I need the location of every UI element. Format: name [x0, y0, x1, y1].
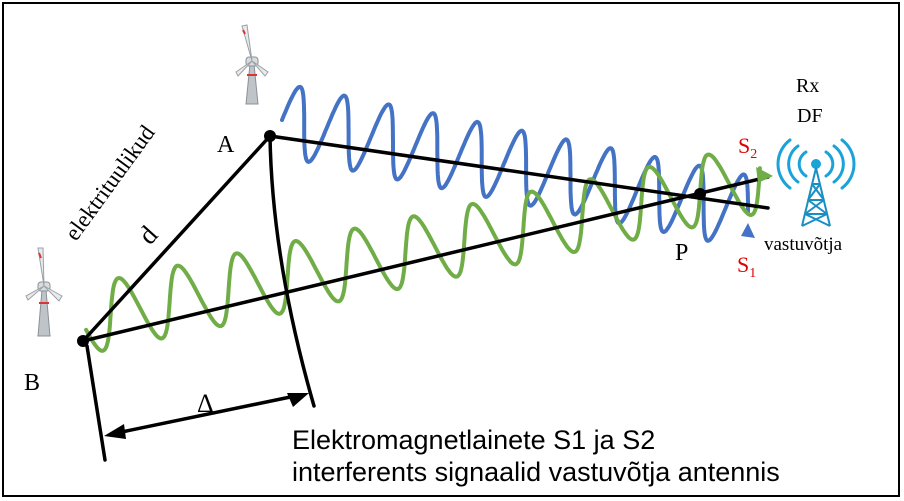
s1-arrowhead	[756, 167, 773, 183]
caption: Elektromagnetlainete S1 ja S2 interferen…	[292, 424, 892, 488]
wind-turbine-icon	[25, 247, 63, 337]
point-b-dot	[77, 335, 89, 347]
delta-arrowhead-right	[287, 393, 309, 407]
label-point-b: B	[24, 370, 40, 396]
caption-line-2: interferents signaalid vastuvõtja antenn…	[292, 457, 780, 487]
wave-s1	[84, 152, 762, 353]
label-df: DF	[797, 105, 823, 127]
point-a-dot	[264, 130, 276, 142]
wind-turbine-icon	[235, 24, 269, 105]
caption-line-1: Elektromagnetlainete S1 ja S2	[292, 425, 656, 455]
label-s2-subscript: 2	[750, 147, 757, 162]
perpendicular-from-a	[268, 134, 316, 408]
label-point-a: A	[217, 132, 235, 158]
point-p-dot	[694, 188, 706, 200]
label-delta: Δ	[197, 389, 214, 418]
s2-arrowhead	[741, 223, 755, 238]
ray-b-p	[81, 175, 770, 343]
label-s2: S2	[738, 133, 757, 162]
label-s1-letter: S	[737, 252, 749, 277]
label-s1: S1	[737, 252, 756, 281]
label-s2-letter: S	[738, 133, 750, 158]
delta-arrow-line	[110, 393, 302, 436]
label-s1-subscript: 1	[749, 266, 756, 281]
geometry-lines	[81, 134, 770, 462]
label-distance-d: d	[132, 220, 164, 250]
delta-arrowhead-left	[104, 424, 126, 439]
label-point-p: P	[675, 240, 688, 266]
line-a-b	[81, 134, 272, 343]
label-rx: Rx	[796, 75, 819, 97]
wave-s2	[280, 84, 750, 243]
radio-tower-icon	[776, 138, 856, 227]
label-receiver: vastuvõtja	[764, 234, 843, 255]
perpendicular-from-b	[85, 344, 107, 462]
